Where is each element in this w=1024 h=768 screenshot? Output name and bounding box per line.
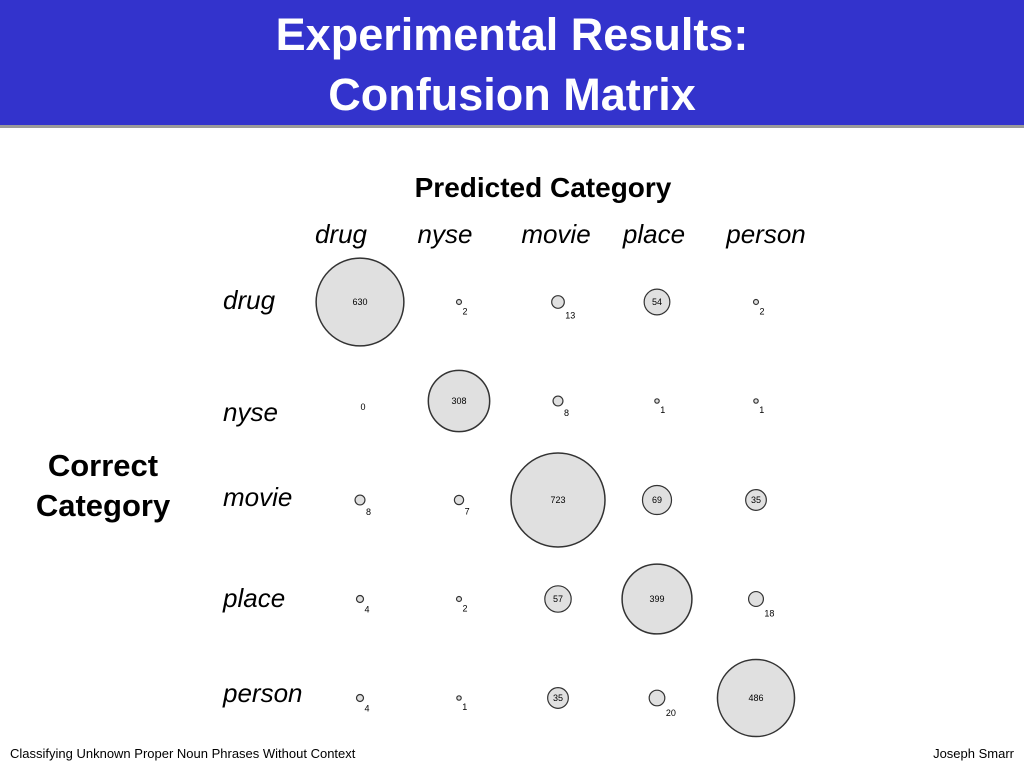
predicted-category-axis-title: Predicted Category xyxy=(414,172,672,203)
bubble-movie-person xyxy=(745,489,767,511)
bubble-person-nyse xyxy=(456,695,462,701)
value-label-place-nyse: 2 xyxy=(462,603,467,613)
value-label-drug-person: 2 xyxy=(759,306,764,316)
value-label-person-movie: 35 xyxy=(553,693,563,703)
slide-title-line-2: Confusion Matrix xyxy=(328,69,696,120)
bubble-nyse-place xyxy=(654,398,660,404)
bubble-person-place xyxy=(648,689,666,707)
bubble-drug-place xyxy=(643,288,671,316)
value-label-movie-person: 35 xyxy=(751,495,761,505)
value-label-nyse-person: 1 xyxy=(759,405,764,415)
value-label-drug-drug: 630 xyxy=(352,297,367,307)
row-label-nyse: nyse xyxy=(223,397,278,427)
value-label-drug-nyse: 2 xyxy=(462,306,467,316)
bubble-nyse-person xyxy=(753,398,759,404)
bubble-place-nyse xyxy=(455,595,463,603)
value-label-movie-place: 69 xyxy=(652,495,662,505)
bubble-drug-nyse xyxy=(455,298,463,306)
bubble-movie-place xyxy=(641,484,673,516)
value-label-place-place: 399 xyxy=(649,594,664,604)
bubble-movie-nyse xyxy=(453,494,465,506)
correct-category-line-1: Correct xyxy=(47,448,159,483)
value-label-person-place: 20 xyxy=(666,708,676,718)
bubble-drug-person xyxy=(752,298,760,306)
row-label-place: place xyxy=(223,583,286,613)
correct-category-axis-title: Correct Category xyxy=(18,446,188,526)
value-label-nyse-movie: 8 xyxy=(564,408,569,418)
bubble-person-movie xyxy=(547,687,569,709)
bubble-place-drug xyxy=(355,594,365,604)
value-label-movie-movie: 723 xyxy=(550,495,565,505)
value-label-person-nyse: 1 xyxy=(462,702,467,712)
footer-presentation-title: Classifying Unknown Proper Noun Phrases … xyxy=(10,746,356,761)
bubble-place-person xyxy=(747,590,765,608)
title-bar: Experimental Results: Confusion Matrix xyxy=(0,0,1024,128)
value-label-nyse-place: 1 xyxy=(660,405,665,415)
footer-author: Joseph Smarr xyxy=(933,746,1014,761)
value-label-person-person: 486 xyxy=(748,693,763,703)
column-label-drug: drug xyxy=(314,219,368,249)
bubble-movie-drug xyxy=(354,494,366,506)
column-label-place: place xyxy=(622,219,686,249)
value-label-place-movie: 57 xyxy=(553,594,563,604)
value-label-person-drug: 4 xyxy=(364,703,369,713)
bubble-drug-movie xyxy=(551,295,565,309)
column-label-nyse: nyse xyxy=(417,219,473,249)
value-label-drug-movie: 13 xyxy=(565,310,575,320)
row-label-movie: movie xyxy=(223,482,293,512)
value-label-place-drug: 4 xyxy=(364,604,369,614)
correct-category-line-2: Category xyxy=(35,488,171,523)
row-label-person: person xyxy=(223,678,303,708)
value-label-nyse-nyse: 308 xyxy=(451,396,466,406)
bubble-place-place xyxy=(621,563,693,635)
bubble-nyse-movie xyxy=(552,395,564,407)
column-label-movie: movie xyxy=(521,219,591,249)
row-label-drug: drug xyxy=(223,285,276,315)
slide-title-line-1: Experimental Results: xyxy=(275,9,749,60)
value-label-movie-drug: 8 xyxy=(366,507,371,517)
bubble-drug-drug xyxy=(315,257,405,347)
value-label-drug-place: 54 xyxy=(652,297,662,307)
value-label-place-person: 18 xyxy=(764,608,774,618)
value-label-movie-nyse: 7 xyxy=(465,507,470,517)
bubble-nyse-nyse xyxy=(427,369,491,433)
bubble-place-movie xyxy=(544,585,572,613)
column-label-person: person xyxy=(726,219,806,249)
bubble-person-drug xyxy=(355,693,365,703)
bubble-person-person xyxy=(716,658,796,738)
value-label-nyse-drug: 0 xyxy=(360,402,365,412)
bubble-movie-movie xyxy=(510,452,606,548)
